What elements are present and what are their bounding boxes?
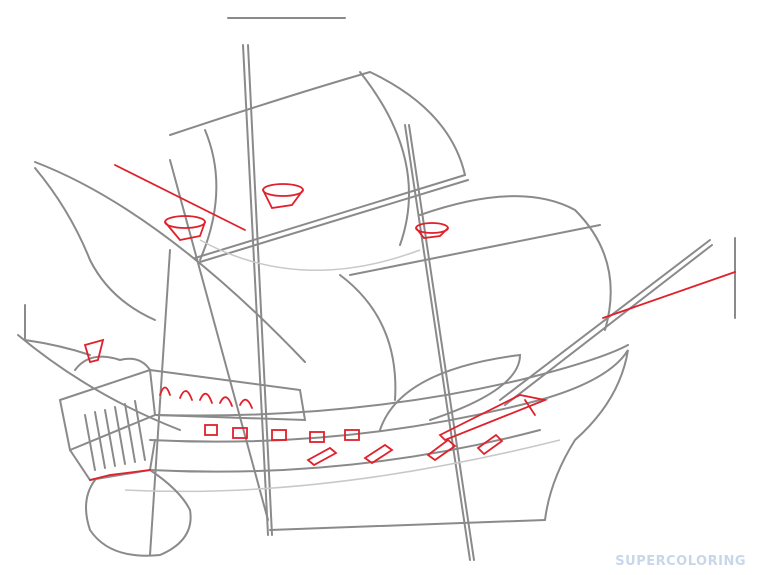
watermark-text: SUPERCOLORING bbox=[615, 554, 746, 569]
watermark: SUPERCOLORING bbox=[615, 554, 746, 569]
